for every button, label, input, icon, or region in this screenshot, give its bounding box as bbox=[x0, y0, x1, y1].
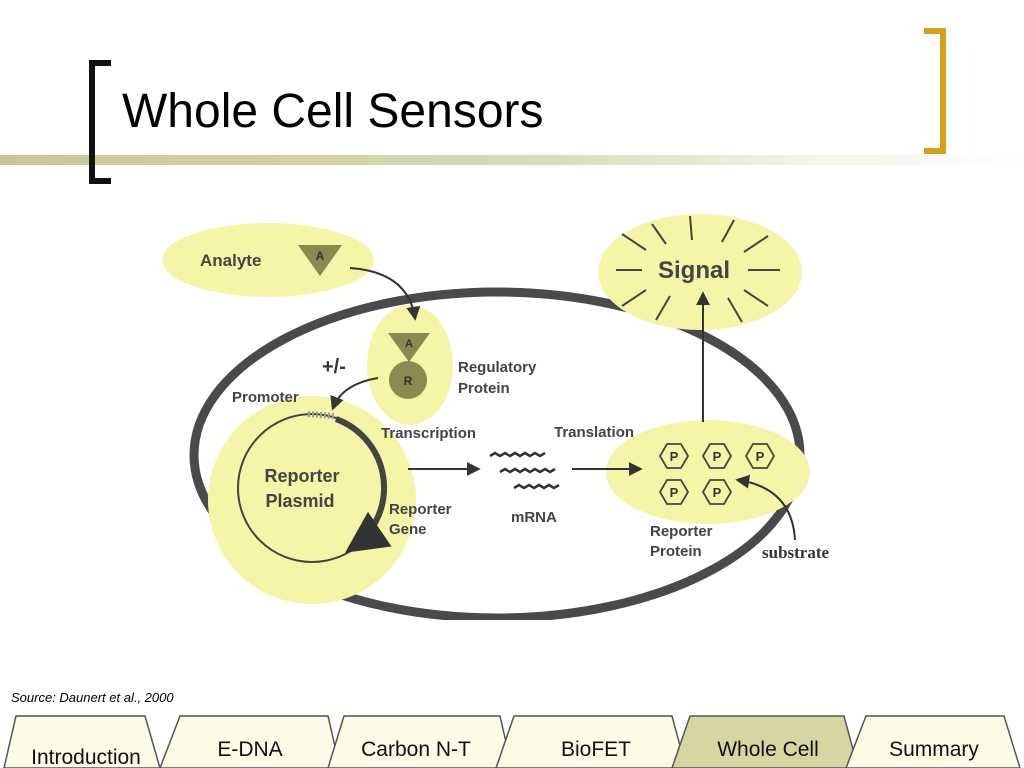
tab-label-biofet: BioFET bbox=[561, 738, 631, 761]
reporter-gene-label-1: Reporter bbox=[389, 501, 452, 518]
reporter-plasmid-label-1: Reporter bbox=[264, 466, 339, 486]
tab-e-dna[interactable]: E-DNA bbox=[159, 715, 341, 768]
tab-label-carbon-n-t: Carbon N-T bbox=[361, 738, 471, 761]
tab-label-introduction: Introduction bbox=[31, 746, 141, 768]
hex-label: P bbox=[713, 485, 722, 500]
tab-summary[interactable]: Summary bbox=[845, 715, 1021, 768]
tab-introduction[interactable]: Introduction bbox=[3, 715, 161, 768]
tab-label-whole-cell: Whole Cell bbox=[717, 738, 819, 761]
substrate-arrow bbox=[735, 474, 796, 541]
analyte-triangle-icon bbox=[298, 245, 342, 276]
hex-label: P bbox=[713, 449, 722, 464]
substrate-label: substrate bbox=[762, 543, 830, 562]
translation-label: Translation bbox=[554, 424, 634, 441]
regulatory-protein-label-2: Protein bbox=[458, 380, 510, 397]
hexagon-p2: P bbox=[701, 443, 733, 469]
analyte-highlight bbox=[162, 223, 374, 297]
regulatory-protein-label-1: Regulatory bbox=[458, 359, 537, 376]
regulator-marker: R bbox=[404, 374, 413, 388]
analyte-label: Analyte bbox=[200, 251, 261, 270]
whole-cell-diagram: Analyte A A R Regulatory Protein +/- Pro… bbox=[162, 214, 830, 620]
tab-label-summary: Summary bbox=[889, 738, 979, 761]
hex-label: P bbox=[670, 449, 679, 464]
plus-minus-label: +/- bbox=[322, 356, 346, 378]
analyte-marker: A bbox=[316, 249, 325, 263]
tab-carbon-n-t[interactable]: Carbon N-T bbox=[327, 715, 513, 768]
left-bracket bbox=[89, 60, 111, 184]
page-title: Whole Cell Sensors bbox=[122, 85, 544, 138]
signal-label: Signal bbox=[658, 257, 730, 284]
hex-label: P bbox=[670, 485, 679, 500]
hexagon-p1: P bbox=[658, 443, 690, 469]
mrna-strand-3 bbox=[513, 483, 560, 490]
signal-rays-icon bbox=[616, 215, 780, 323]
promoter-region bbox=[307, 411, 335, 419]
reporter-protein-label-1: Reporter bbox=[650, 523, 713, 540]
promoter-label: Promoter bbox=[232, 389, 299, 406]
signal-highlight bbox=[598, 214, 802, 330]
reporter-gene-arc bbox=[334, 416, 392, 553]
section-nav: Introduction E-DNA Carbon N-T BioFET Who… bbox=[3, 715, 1021, 768]
hexagon-p3: P bbox=[744, 443, 776, 469]
hex-label: P bbox=[756, 449, 765, 464]
mrna-label: mRNA bbox=[511, 509, 557, 526]
tab-whole-cell[interactable]: Whole Cell bbox=[671, 715, 859, 768]
tab-label-e-dna: E-DNA bbox=[217, 738, 282, 761]
reporter-protein-label-2: Protein bbox=[650, 543, 702, 560]
bound-analyte-marker: A bbox=[405, 338, 413, 350]
source-citation: Source: Daunert et al., 2000 bbox=[11, 690, 174, 705]
hexagon-p5: P bbox=[701, 479, 733, 505]
title-underline bbox=[0, 155, 1024, 165]
tab-biofet[interactable]: BioFET bbox=[495, 715, 687, 768]
reporter-protein-highlight bbox=[606, 420, 810, 524]
mrna-strand-2 bbox=[499, 467, 556, 474]
binding-arrow bbox=[349, 267, 421, 321]
right-bracket bbox=[924, 28, 946, 154]
regulator-circle-icon bbox=[389, 361, 427, 399]
reporter-gene-label-2: Gene bbox=[389, 521, 427, 538]
hexagon-p4: P bbox=[658, 479, 690, 505]
mrna-strand-1 bbox=[489, 451, 546, 458]
control-arrow bbox=[330, 377, 379, 411]
bound-analyte-icon bbox=[388, 333, 430, 362]
reporter-plasmid-label-2: Plasmid bbox=[265, 491, 334, 511]
transcription-label: Transcription bbox=[381, 425, 476, 442]
